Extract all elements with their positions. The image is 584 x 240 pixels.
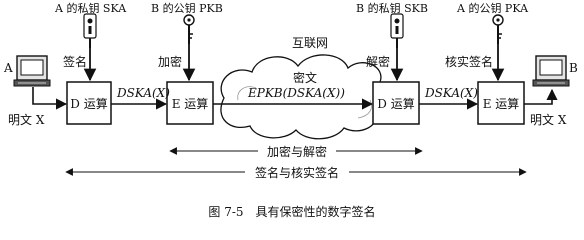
key-label-a-private: A 的私钥 SKA <box>54 1 127 15</box>
public-key-b-icon <box>183 14 195 44</box>
computer-a-icon <box>13 55 51 87</box>
plaintext-in-label: 明文 X <box>8 112 45 127</box>
op-box-d2: D 运算 <box>372 81 420 125</box>
step-verify-label: 核实签名 <box>445 54 493 69</box>
signed-data-label-2: DSKA(X) <box>424 86 478 100</box>
internet-label: 互联网 <box>292 36 328 50</box>
span-label-enc-dec: 加密与解密 <box>267 144 327 159</box>
op-e2-label: E 运算 <box>483 96 520 111</box>
plaintext-out-label: 明文 X <box>530 112 567 127</box>
op-box-e1: E 运算 <box>166 81 214 125</box>
op-box-e2: E 运算 <box>477 81 525 125</box>
key-label-b-private: B 的私钥 SKB <box>356 1 428 15</box>
encrypted-data-label: EPKB(DSKA(X)) <box>247 86 345 100</box>
op-d1-label: D 运算 <box>70 96 107 111</box>
span-label-bg-sig-verify <box>245 164 349 180</box>
step-sign-label: 签名 <box>63 54 87 69</box>
receiver-label: B <box>569 61 578 75</box>
public-key-a-icon <box>492 14 504 44</box>
figure-caption: 图 7-5 具有保密性的数字签名 <box>208 204 375 219</box>
arrow-e2-to-b <box>524 88 558 105</box>
sender-label: A <box>3 61 13 75</box>
private-key-a-icon <box>83 13 97 48</box>
span-label-sig-verify: 签名与核实签名 <box>255 165 339 180</box>
arrow-plaintext-to-d1 <box>32 87 68 110</box>
computer-b-icon <box>532 55 570 87</box>
private-key-b-icon <box>390 13 404 48</box>
signed-data-label-1: DSKA(X) <box>116 86 170 100</box>
op-d2-label: D 运算 <box>377 96 414 111</box>
key-label-a-public: A 的公钥 PKA <box>456 1 529 15</box>
span-label-bg-enc-dec <box>258 143 336 159</box>
step-encrypt-label: 加密 <box>158 54 182 69</box>
key-label-b-public: B 的公钥 PKB <box>151 1 223 15</box>
op-e1-label: E 运算 <box>172 96 209 111</box>
secure-digital-signature-diagram: A B 互联网 密文 D 运算 E 运算 D 运算 E 运算 <box>3 1 578 219</box>
op-box-d1: D 运算 <box>66 81 112 125</box>
ciphertext-label: 密文 <box>293 70 317 85</box>
step-decrypt-label: 解密 <box>366 54 390 69</box>
